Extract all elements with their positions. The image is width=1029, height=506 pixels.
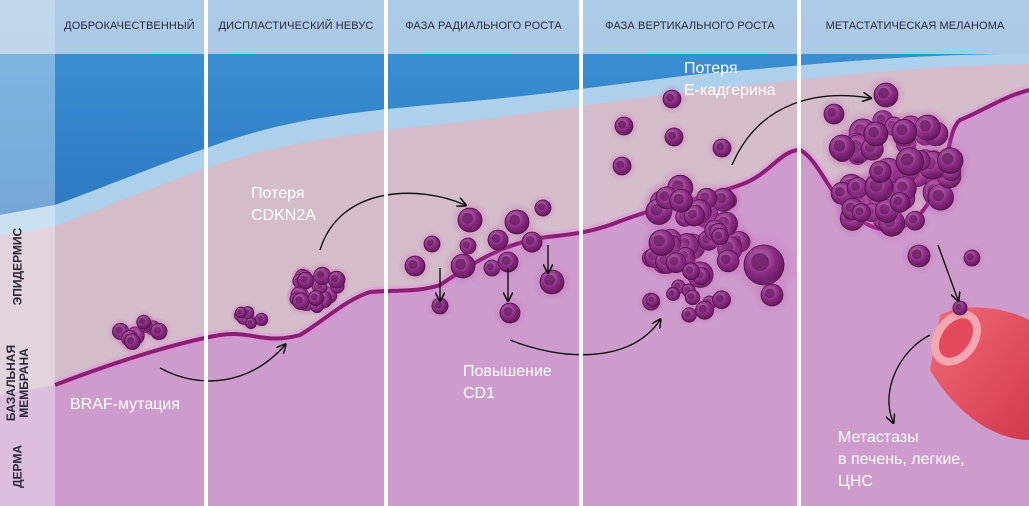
annotation-metastasis-line1: Метастазы [838,429,919,446]
cell-nucleus [455,258,466,270]
cell-nucleus [491,234,501,243]
cell-nucleus [941,152,954,165]
annotation-braf-text: BRAF-мутация [70,396,180,413]
cell-nucleus [653,234,665,247]
annotation-metastasis-line3: ЦНС [838,473,873,490]
cell-nucleus [648,296,655,303]
cell-nucleus [868,126,879,138]
cell-nucleus [764,288,775,299]
cell-nucleus [462,212,473,224]
cell-nucleus [833,140,846,152]
stage-dividers [204,0,801,506]
annotation-cd1-line2: CD1 [463,385,496,402]
cell-nucleus [687,293,695,300]
arrow-metastasis [889,334,931,422]
cell-nucleus [900,153,914,166]
stage-header-band [0,0,1029,54]
basement-line1: БАЗАЛЬНАЯ [4,344,18,422]
cell-nucleus [827,108,837,117]
stage-vertical-growth: ФАЗА ВЕРТИКАЛЬНОГО РОСТА [605,20,775,32]
annotation-cdkn2a-line1: Потеря [251,185,305,202]
cell-nucleus [878,87,889,99]
stage-dysplastic-nevus: ДИСПЛАСТИЧЕСКИЙ НЕВУС [218,20,374,32]
cell-nucleus [300,275,308,283]
arrow-braf [159,345,285,382]
annotation-metastasis-line2: в печень, легкие, [838,451,965,468]
cell-nucleus [544,274,555,286]
cell-nucleus [714,231,723,239]
stage-metastatic-melanoma: МЕТАСТАТИЧЕСКАЯ МЕЛАНОМА [825,20,1005,32]
cell-nucleus [955,303,962,311]
layer-epidermis: ЭПИДЕРМИС [10,227,25,306]
arrow-invasion [937,244,958,300]
cell-nucleus [501,256,511,265]
blood-vessel [930,307,1029,440]
cell-nucleus [426,239,434,247]
cell-nucleus [966,253,975,261]
arrow-cdkn2a [319,192,465,251]
cell-nucleus [247,319,253,325]
cell-nucleus [721,254,731,265]
cell-nucleus [751,253,769,271]
cell-nucleus [666,93,675,102]
cell-nucleus [139,317,146,325]
cell-nucleus [434,301,442,309]
cell-nucleus [716,142,725,151]
cell-nucleus [684,310,691,318]
stage-radial-growth: ФАЗА РАДИАЛЬНОГО РОСТА [405,20,562,32]
cell-nucleus [509,214,520,226]
arrow-ecadherin [731,96,870,166]
cell-nucleus [685,266,694,274]
stage-benign: ДОБРОКАЧЕСТВЕННЫЙ [64,20,195,32]
cell-nucleus [525,236,535,245]
cell-nucleus [616,160,625,169]
layer-basement-membrane: БАЗАЛЬНАЯ МЕМБРАНА [4,338,31,428]
cell-nucleus [873,165,884,175]
cell-nucleus [618,120,627,129]
cell-nucleus [668,131,677,140]
cell-nucleus [503,307,513,316]
cell-nucleus [537,203,546,211]
cell-nucleus [295,296,303,304]
cell-nucleus [668,290,675,296]
cell-nucleus [331,274,339,283]
annotation-ecadherin-line1: Потеря [684,60,738,77]
cell-nucleus [855,207,864,216]
cell-nucleus [715,294,724,303]
cell-nucleus [408,260,418,269]
annotation-cdkn2a: Потеря CDKN2A [251,183,316,227]
cell-nucleus [310,293,318,301]
annotation-cd1: Повышение CD1 [463,361,552,405]
cell-nucleus [127,336,135,344]
basement-line2: МЕМБРАНА [17,348,31,418]
annotation-cdkn2a-line2: CDKN2A [251,207,316,224]
cell-nucleus [911,249,922,260]
annotation-cd1-line1: Повышение [463,363,552,380]
annotation-ecadherin-line2: E-кадгерина [684,82,776,99]
layer-dermis: ДЕРМА [10,444,25,489]
annotation-metastasis: Метастазы в печень, легкие, ЦНС [838,427,965,493]
cell-nucleus [893,196,903,206]
progression-arrows [159,96,958,422]
cell-nucleus [673,193,684,205]
cell-nucleus [698,304,707,313]
layer-label-column [0,0,55,506]
arrow-cd1 [509,320,660,356]
cell-nucleus [896,124,908,136]
annotation-braf: BRAF-мутация [70,394,180,416]
annotation-ecadherin: Потеря E-кадгерина [684,58,776,102]
melanocyte-cells [106,74,986,356]
cell-nucleus [237,309,243,315]
